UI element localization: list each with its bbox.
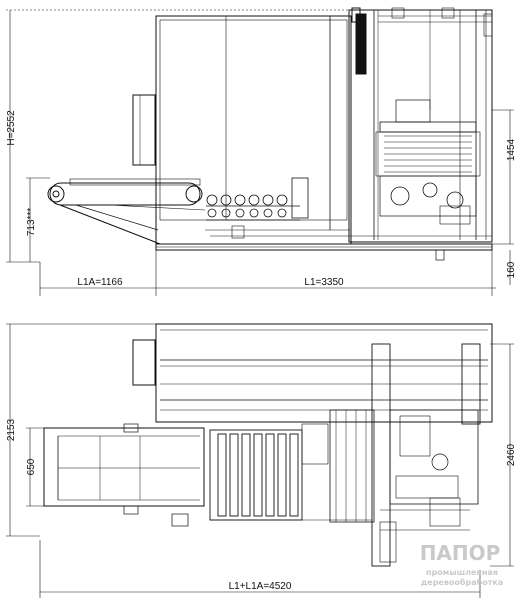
height-dim: H=2552 xyxy=(6,110,17,146)
top-right-dim: 2460 xyxy=(506,443,517,466)
width-left-dim: L1A=1166 xyxy=(77,277,123,288)
width-right-dim: L1=3350 xyxy=(304,277,344,288)
watermark-line2: деревообработка xyxy=(421,577,503,587)
top-inner-dim: 650 xyxy=(26,458,37,475)
left-height-dim: 713*** xyxy=(26,208,37,236)
watermark-logo: ПАПОР xyxy=(420,541,501,565)
total-length-dim: L1+L1A=4520 xyxy=(229,581,292,592)
watermark-line1: промышленная xyxy=(426,568,498,577)
watermark: ПАПОР промышленная деревообработка xyxy=(420,541,503,587)
right-upper-dim: 1454 xyxy=(506,138,517,161)
top-view-dimensions xyxy=(6,323,514,598)
top-view xyxy=(43,323,493,567)
side-view xyxy=(47,7,493,261)
side-view-dimensions xyxy=(6,9,514,296)
right-lower-dim: 160 xyxy=(506,261,517,278)
top-left-dim: 2153 xyxy=(6,418,17,441)
